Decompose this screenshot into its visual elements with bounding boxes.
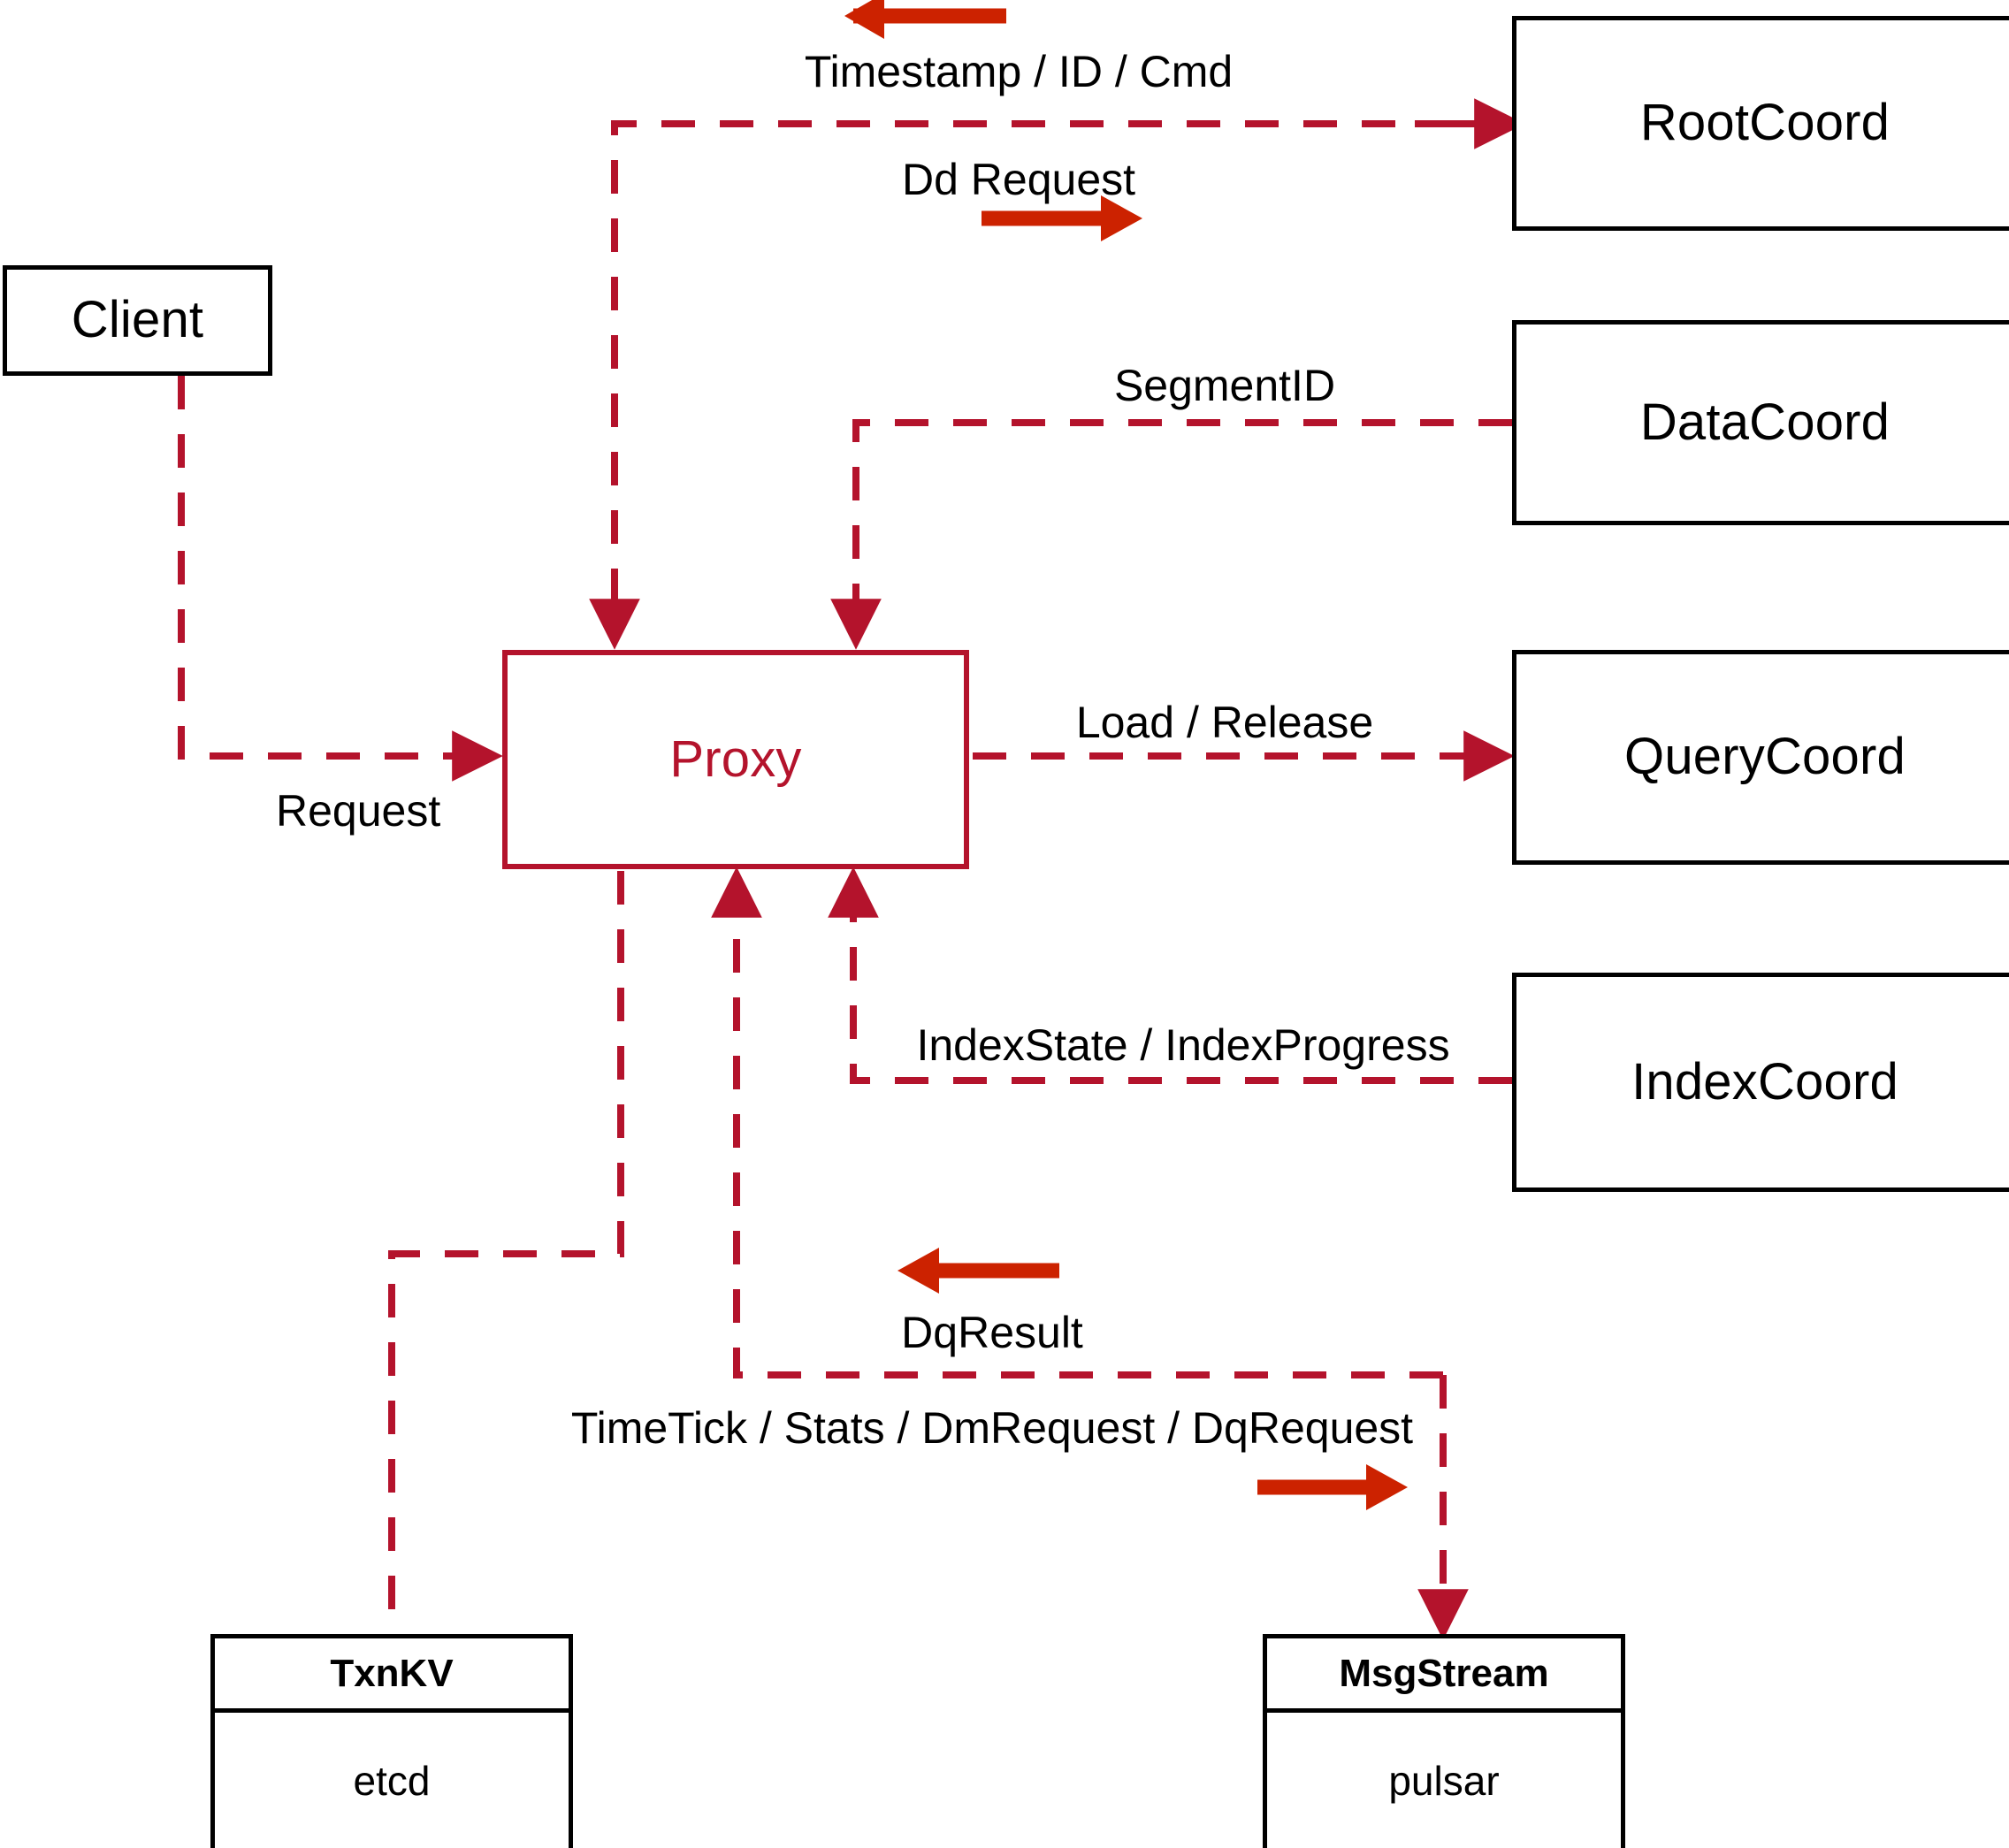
edge-msgstream-to-proxy	[711, 867, 1443, 1378]
direction-arrow-timestamp	[844, 0, 1006, 39]
store-txnkv-impl: etcd	[353, 1758, 431, 1804]
node-indexcoord[interactable]: IndexCoord	[1512, 973, 2009, 1192]
edge-label-index-state-progress: IndexState / IndexProgress	[916, 1020, 1450, 1070]
node-querycoord-label: QueryCoord	[1624, 728, 1906, 786]
edge-client-to-proxy	[178, 376, 503, 782]
node-querycoord[interactable]: QueryCoord	[1512, 650, 2009, 865]
node-rootcoord-label: RootCoord	[1639, 94, 1891, 152]
store-txnkv-title: TxnKV	[215, 1638, 569, 1713]
node-proxy[interactable]: Proxy	[502, 650, 969, 869]
store-txnkv[interactable]: TxnKV etcd	[210, 1634, 573, 1848]
node-rootcoord[interactable]: RootCoord	[1512, 16, 2009, 231]
edge-label-segment-id: SegmentID	[1113, 361, 1336, 410]
edge-indexcoord-to-proxy	[828, 867, 1512, 1084]
edge-label-timestamp-id-cmd: Timestamp / ID / Cmd	[804, 47, 1234, 96]
store-msgstream-title: MsgStream	[1267, 1638, 1621, 1713]
node-client[interactable]: Client	[3, 265, 272, 376]
node-indexcoord-label: IndexCoord	[1631, 1052, 1898, 1111]
edge-label-load-release: Load / Release	[1075, 698, 1374, 747]
edge-proxy-to-txnkv	[388, 871, 624, 1634]
direction-arrow-dq-result	[898, 1248, 1059, 1294]
node-datacoord-label: DataCoord	[1639, 393, 1891, 451]
direction-arrow-timetick	[1257, 1464, 1408, 1510]
node-proxy-label: Proxy	[669, 729, 802, 788]
store-msgstream-impl: pulsar	[1388, 1758, 1500, 1804]
edge-rootcoord-to-proxy	[589, 120, 1512, 650]
edge-datacoord-to-proxy	[830, 419, 1512, 650]
edge-label-dd-request: Dd Request	[901, 155, 1136, 204]
edge-label-request: Request	[276, 786, 441, 836]
node-client-label: Client	[71, 291, 204, 349]
store-msgstream[interactable]: MsgStream pulsar	[1263, 1634, 1625, 1848]
edge-label-dq-result: DqResult	[901, 1308, 1083, 1357]
direction-arrow-dd-request	[982, 195, 1142, 241]
edge-label-timetick-stats: TimeTick / Stats / DmRequest / DqRequest	[570, 1403, 1414, 1453]
node-datacoord[interactable]: DataCoord	[1512, 320, 2009, 525]
